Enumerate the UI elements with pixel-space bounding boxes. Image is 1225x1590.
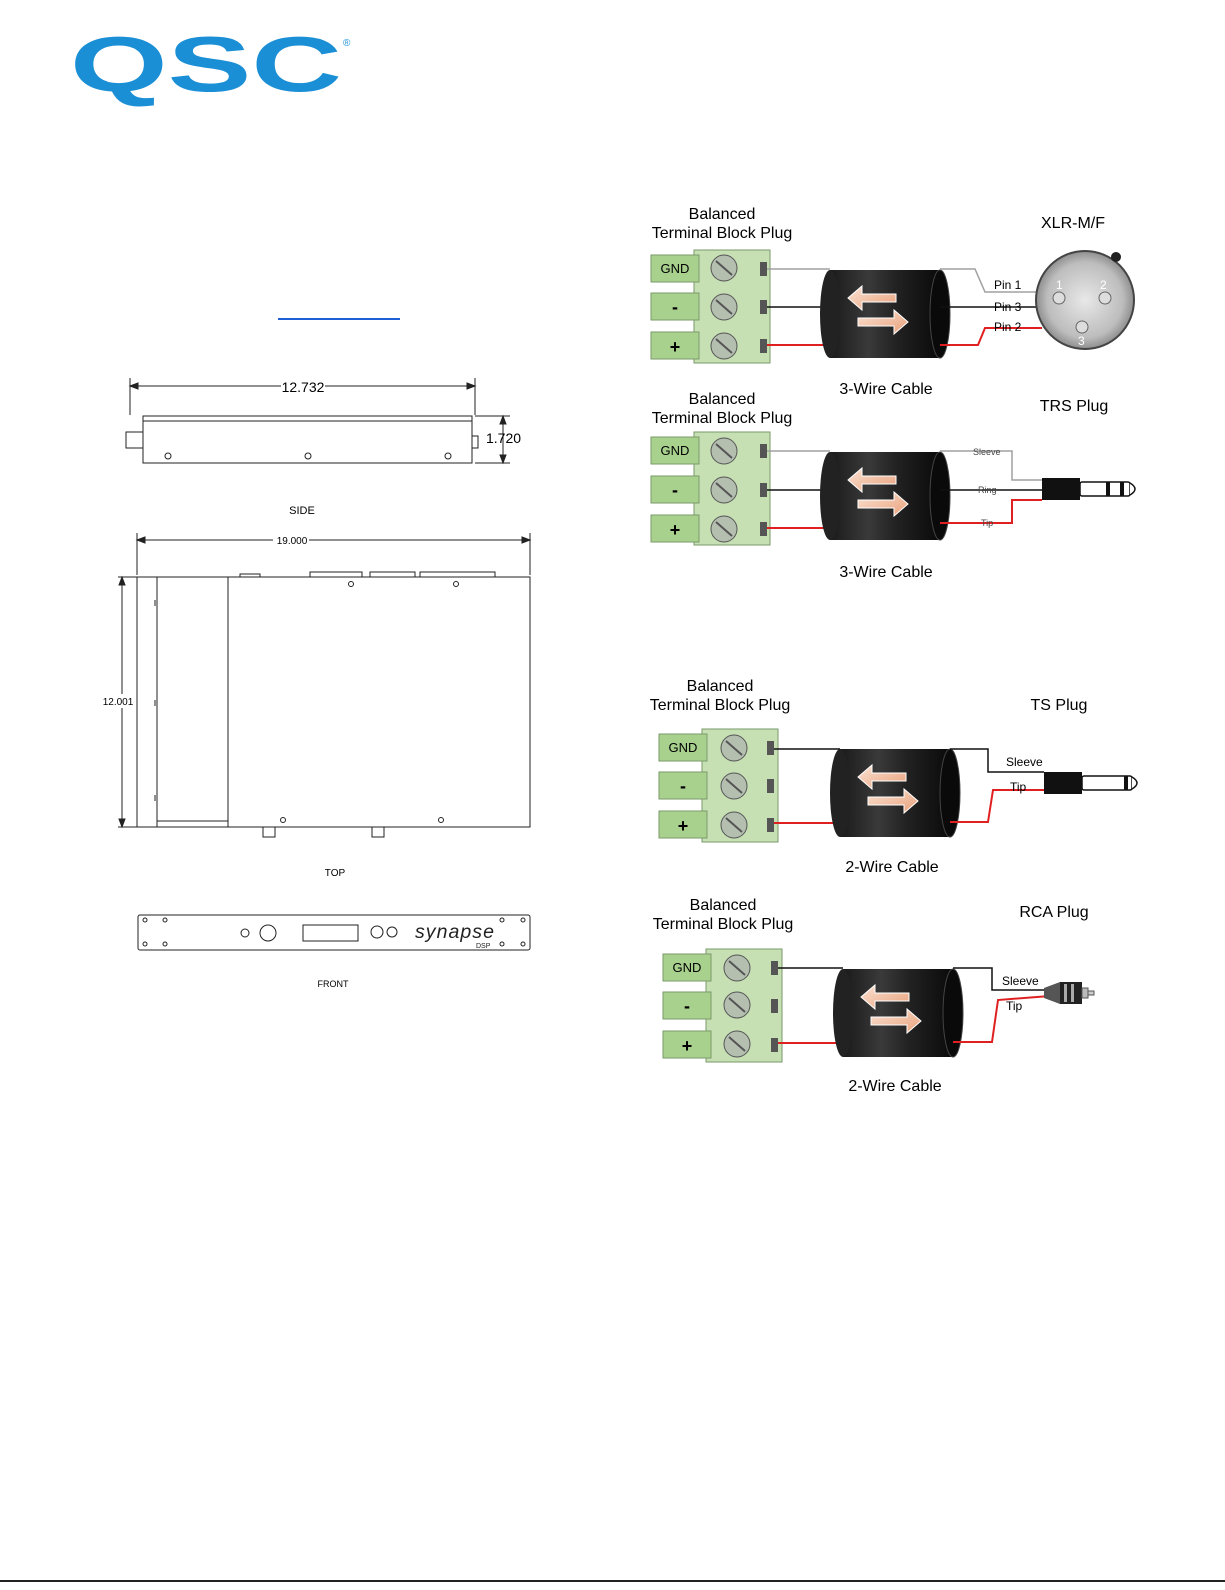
terminal-label-gnd — [650, 254, 700, 283]
cable-cylinder-icon — [820, 451, 951, 541]
wiring-diagram-rca: Balanced Terminal Block Plug RCA Plug GN… — [653, 897, 1095, 1095]
cable-label: 2-Wire Cable — [845, 859, 938, 876]
terminal-text-plus: + — [682, 1036, 693, 1056]
front-view-drawing — [137, 914, 531, 951]
wire-label: Tip — [1006, 999, 1023, 1013]
hyperlink-underline[interactable] — [278, 318, 400, 320]
connector-label: TS Plug — [1031, 697, 1088, 714]
connector-label: RCA Plug — [1019, 904, 1088, 921]
qsc-logo: QSC ® — [70, 20, 351, 108]
terminal-text-plus: + — [670, 520, 681, 540]
source-title-line2: Terminal Block Plug — [652, 410, 793, 427]
pin-number: 2 — [1100, 278, 1107, 292]
pin-number: 3 — [1078, 334, 1085, 348]
rca-plug-icon — [1044, 982, 1095, 1004]
cable-cylinder-icon — [820, 269, 951, 359]
source-title-line1: Balanced — [689, 206, 756, 223]
wiring-diagram-trs: Balanced Terminal Block Plug TRS Plug GN… — [650, 391, 1136, 581]
front-badge-text: DSP — [476, 943, 491, 950]
xlr-connector-icon — [1035, 250, 1135, 350]
top-depth-dimension: 12.001 — [103, 697, 134, 708]
cable-label: 3-Wire Cable — [839, 564, 932, 581]
wire-label: Pin 2 — [994, 320, 1022, 334]
cable-label: 3-Wire Cable — [839, 381, 932, 398]
wiring-diagram-xlr: Balanced Terminal Block Plug XLR-M/F GND… — [650, 206, 1135, 398]
ts-plug-icon — [1044, 772, 1138, 794]
terminal-text-gnd: GND — [673, 960, 702, 975]
registered-mark: ® — [343, 38, 351, 49]
wire-label: Pin 3 — [994, 300, 1022, 314]
source-title-line1: Balanced — [690, 897, 757, 914]
terminal-text-gnd: GND — [661, 443, 690, 458]
logo-text: QSC — [70, 20, 342, 108]
terminal-text-minus: - — [672, 297, 678, 317]
terminal-label-plus — [650, 331, 700, 360]
terminal-text-minus: - — [680, 776, 686, 796]
terminal-text-minus: - — [684, 996, 690, 1016]
terminal-text-minus: - — [672, 480, 678, 500]
wire-label: Pin 1 — [994, 278, 1022, 292]
source-title-line2: Terminal Block Plug — [653, 916, 794, 933]
page-bottom-rule — [0, 1580, 1225, 1582]
source-title-line2: Terminal Block Plug — [652, 225, 793, 242]
terminal-text-gnd: GND — [669, 740, 698, 755]
source-title-line2: Terminal Block Plug — [650, 697, 791, 714]
side-view-label: SIDE — [289, 505, 315, 517]
wiring-diagram-ts: Balanced Terminal Block Plug TS Plug GND… — [650, 678, 1138, 876]
wire-label: Tip — [981, 518, 993, 528]
cable-cylinder-icon — [830, 748, 961, 838]
wire-label: Tip — [1010, 780, 1027, 794]
wire-label: Sleeve — [973, 447, 1001, 457]
side-view-drawing — [125, 378, 510, 465]
terminal-text-plus: + — [678, 816, 689, 836]
top-width-dimension: 19.000 — [277, 536, 308, 547]
wire-label: Sleeve — [1006, 755, 1043, 769]
cable-cylinder-icon — [833, 968, 964, 1058]
pin-number: 1 — [1056, 278, 1063, 292]
top-view-label: TOP — [325, 868, 346, 879]
top-view-drawing — [118, 533, 532, 838]
connector-label: TRS Plug — [1040, 398, 1108, 415]
cable-label: 2-Wire Cable — [848, 1078, 941, 1095]
side-width-dimension: 12.732 — [282, 379, 325, 395]
terminal-text-gnd: GND — [661, 261, 690, 276]
wire-label: Sleeve — [1002, 974, 1039, 988]
side-height-dimension: 1.720 — [486, 430, 521, 446]
trs-plug-icon — [1042, 478, 1136, 500]
wire-label: Ring — [978, 485, 997, 495]
source-title-line1: Balanced — [689, 391, 756, 408]
front-view-label: FRONT — [318, 979, 349, 989]
terminal-label-minus — [650, 292, 700, 321]
terminal-text-plus: + — [670, 337, 681, 357]
source-title-line1: Balanced — [687, 678, 754, 695]
connector-label: XLR-M/F — [1041, 215, 1105, 232]
front-product-text: synapse — [415, 922, 495, 943]
